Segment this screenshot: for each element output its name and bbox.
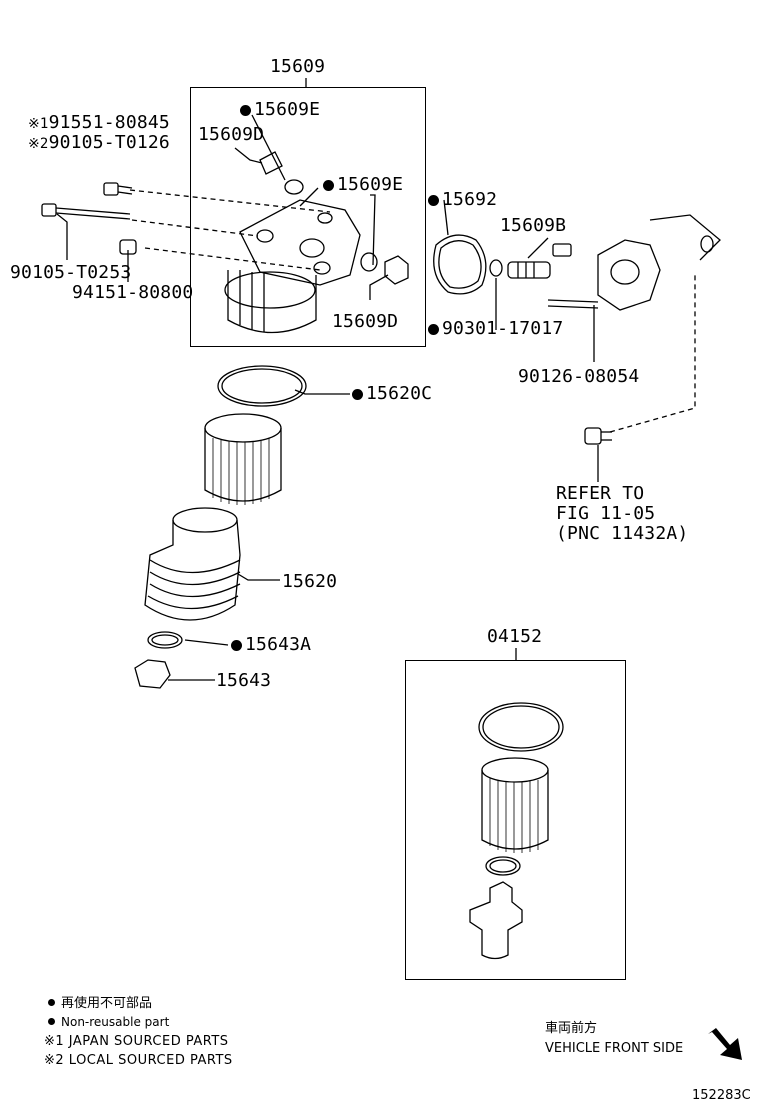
- label-90126-08054: 90126-08054: [518, 366, 640, 387]
- refer-line-3: (PNC 11432A): [556, 523, 689, 544]
- figure-id: 152283C: [692, 1088, 751, 1103]
- legend-nonreusable-en: Non-reusable part: [48, 1014, 169, 1030]
- legend-local-sourced: ※2 LOCAL SOURCED PARTS: [44, 1053, 233, 1068]
- label-15609d-top: 15609D: [198, 124, 265, 145]
- nonreusable-dot-icon: [240, 105, 251, 116]
- label-91551-80845: ※191551-80845: [28, 112, 170, 133]
- refer-line-2: FIG 11-05: [556, 503, 656, 524]
- legend-japan-sourced: ※1 JAPAN SOURCED PARTS: [44, 1034, 229, 1049]
- legend-nonreusable-jp: 再使用不可部品: [48, 996, 152, 1012]
- label-15620c: 15620C: [352, 384, 432, 404]
- nonreusable-dot-icon: [48, 999, 55, 1006]
- label-15609e-top: 15609E: [240, 100, 320, 120]
- nonreusable-dot-icon: [323, 180, 334, 191]
- label-15643a: 15643A: [231, 635, 311, 655]
- label-94151-80800: 94151-80800: [72, 282, 194, 303]
- label-15609b: 15609B: [500, 215, 567, 236]
- label-90105-t0253: 90105-T0253: [10, 262, 132, 283]
- label-15609d-right: 15609D: [332, 311, 399, 332]
- vehicle-front-en: VEHICLE FRONT SIDE: [545, 1041, 684, 1056]
- nonreusable-dot-icon: [231, 640, 242, 651]
- vehicle-front-jp: 車両前方: [545, 1021, 598, 1036]
- label-15609: 15609: [270, 56, 326, 77]
- label-15692: 15692: [428, 190, 497, 210]
- nonreusable-dot-icon: [48, 1018, 55, 1025]
- assembly-box-15609: [190, 87, 426, 347]
- nonreusable-dot-icon: [428, 324, 439, 335]
- nonreusable-dot-icon: [428, 195, 439, 206]
- label-04152: 04152: [487, 626, 543, 647]
- label-90301-17017: 90301-17017: [428, 319, 563, 339]
- refer-line-1: REFER TO: [556, 483, 645, 504]
- label-15643: 15643: [216, 670, 272, 691]
- label-90105-t0126: ※290105-T0126: [28, 132, 170, 153]
- kit-box-04152: [405, 660, 626, 980]
- label-15620: 15620: [282, 571, 338, 592]
- nonreusable-dot-icon: [352, 389, 363, 400]
- label-15609e-right: 15609E: [323, 175, 403, 195]
